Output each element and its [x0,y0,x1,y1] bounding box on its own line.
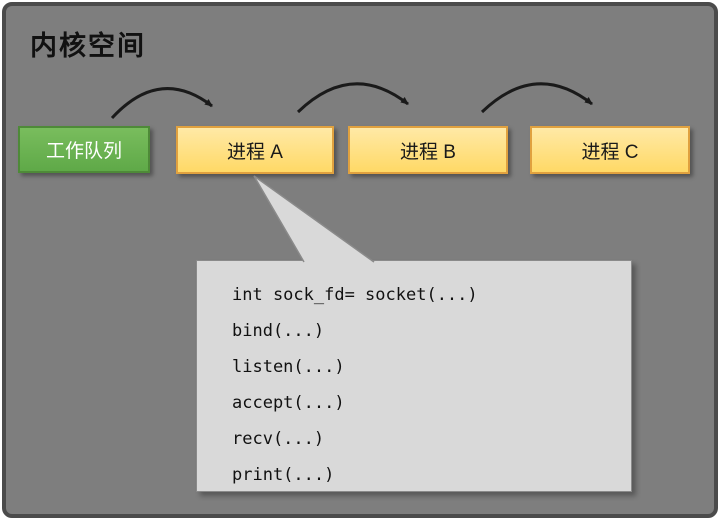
process-b-label: 进程 B [400,141,456,163]
work-queue-label: 工作队列 [45,141,122,162]
code-line: print(...) [232,465,335,485]
code-line: listen(...) [232,357,345,377]
code-callout [196,260,632,492]
diagram-title: 内核空间 [30,31,146,62]
code-line: bind(...) [232,321,325,341]
code-block: int sock_fd= socket(...) bind(...) liste… [232,277,478,493]
process-c-label: 进程 C [581,141,639,163]
process-c-box: 进程 C [530,126,690,174]
work-queue-box: 工作队列 [18,126,150,173]
code-line: int sock_fd= socket(...) [232,285,478,305]
code-line: accept(...) [232,393,345,413]
process-a-box: 进程 A [176,126,334,174]
process-a-label: 进程 A [227,141,283,163]
process-b-box: 进程 B [348,126,508,174]
code-line: recv(...) [232,429,325,449]
